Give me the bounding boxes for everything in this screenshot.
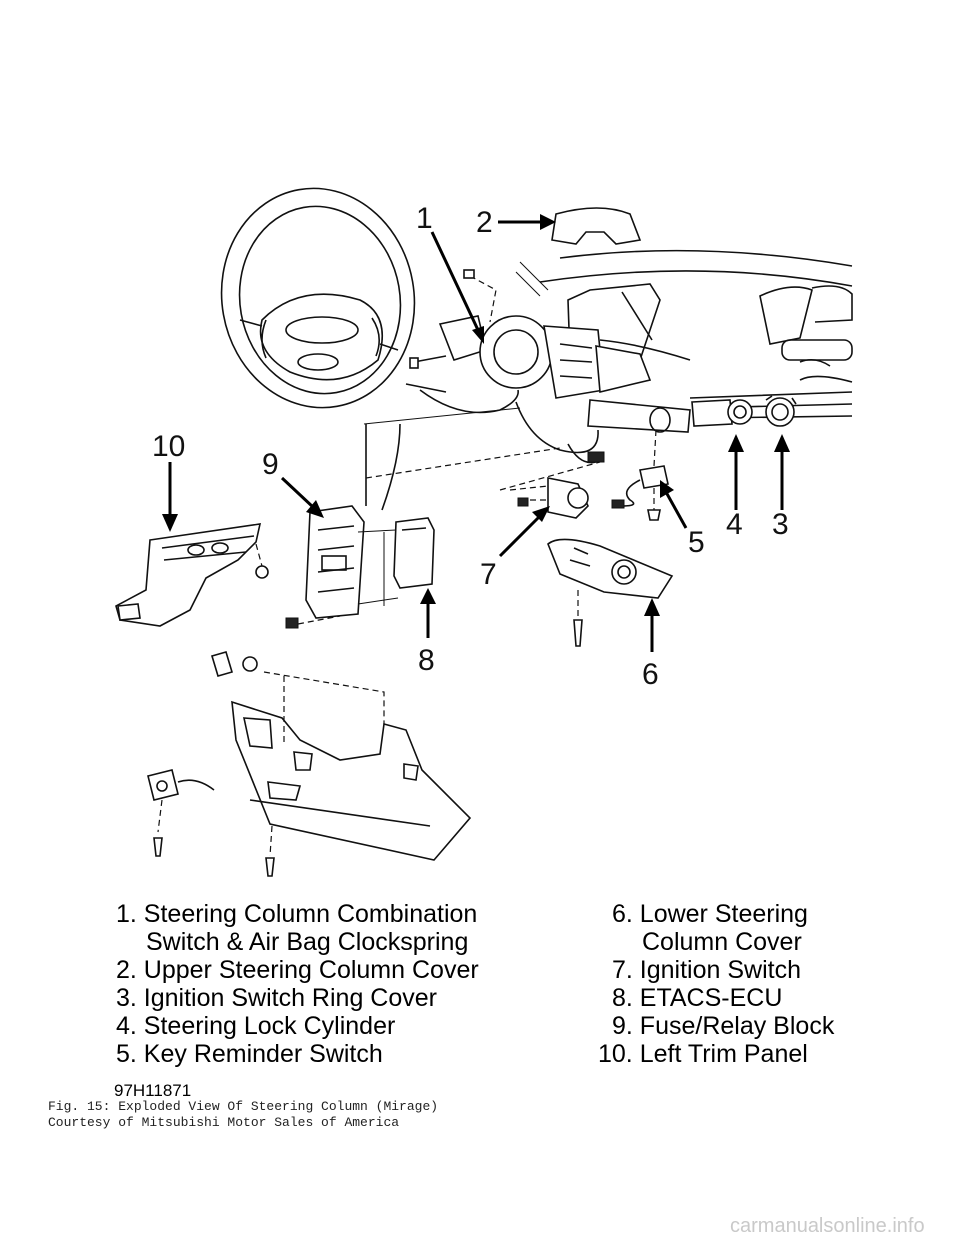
caption-line-1: Fig. 15: Exploded View Of Steering Colum…: [48, 1099, 438, 1114]
ignition-switch-drawing: [499, 461, 601, 519]
knee-panel-drawing: [147, 651, 472, 877]
callout-8: 8: [418, 644, 435, 677]
legend: 1. Steering Column Combination Switch & …: [116, 900, 835, 1068]
callout-2: 2: [476, 206, 493, 239]
callout-9: 9: [262, 448, 279, 481]
callout-numbers: 1 2 3 4 5 6 7 8 9 10: [152, 202, 789, 691]
callout-3: 3: [772, 508, 789, 541]
caption-line-2: Courtesy of Mitsubishi Motor Sales of Am…: [48, 1115, 399, 1130]
legend-item-7: 7. Ignition Switch: [612, 956, 801, 984]
legend-item-4: 4. Steering Lock Cylinder: [116, 1012, 395, 1040]
legend-item-5: 5. Key Reminder Switch: [116, 1040, 383, 1068]
legend-item-9: 9. Fuse/Relay Block: [612, 1012, 835, 1040]
dashboard-drawing: [515, 249, 853, 419]
callout-5: 5: [688, 526, 705, 559]
callout-6: 6: [642, 658, 659, 691]
legend-item-10: 10. Left Trim Panel: [598, 1040, 808, 1068]
legend-item-6: 6. Lower Steering: [612, 900, 808, 928]
figure-code: 97H11871: [114, 1081, 191, 1100]
left-trim-panel-drawing: [115, 523, 269, 627]
watermark: carmanualsonline.info: [730, 1215, 925, 1237]
lower-cover-drawing: [547, 538, 674, 647]
legend-item-6-cont: Column Cover: [642, 928, 802, 956]
callout-10: 10: [152, 430, 185, 463]
upper-cover-drawing: [551, 207, 642, 245]
column-switch-drawing: [405, 269, 691, 464]
key-reminder-drawing: [611, 429, 669, 521]
legend-item-3: 3. Ignition Switch Ring Cover: [116, 984, 437, 1012]
lock-cylinder-drawing: [691, 395, 797, 427]
callout-7: 7: [480, 558, 497, 591]
steering-wheel-drawing: [220, 187, 416, 409]
legend-item-1-cont: Switch & Air Bag Clockspring: [146, 928, 468, 956]
legend-item-2: 2. Upper Steering Column Cover: [116, 956, 479, 984]
callout-4: 4: [726, 508, 743, 541]
legend-item-1: 1. Steering Column Combination: [116, 900, 477, 928]
fuse-block-drawing: [285, 407, 561, 629]
legend-item-8: 8. ETACS-ECU: [612, 984, 782, 1012]
leader-arrows: [162, 214, 790, 652]
callout-1: 1: [416, 202, 433, 235]
